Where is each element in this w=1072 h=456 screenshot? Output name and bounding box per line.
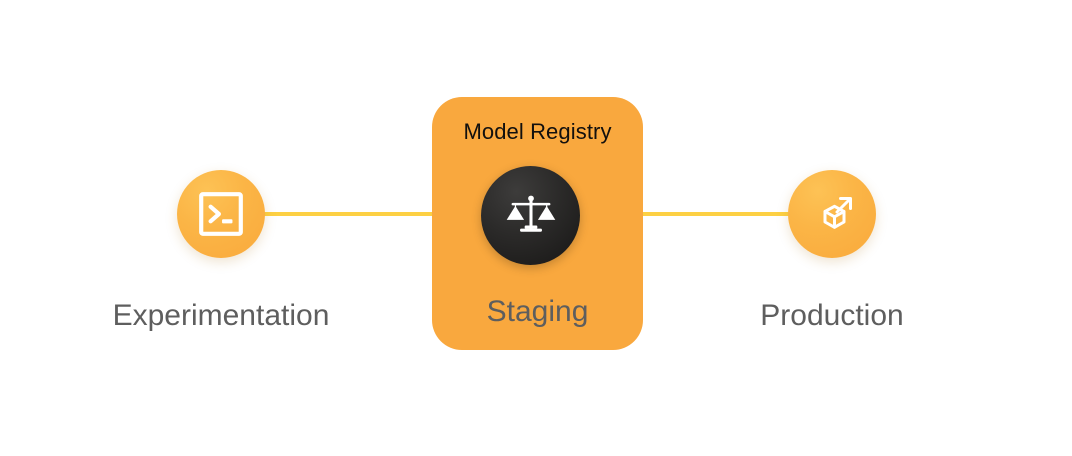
connector-experimentation-to-staging xyxy=(258,212,443,216)
node-production[interactable] xyxy=(788,170,876,258)
balance-scale-icon xyxy=(504,189,558,243)
node-experimentation[interactable] xyxy=(177,170,265,258)
connector-staging-to-production xyxy=(632,212,832,216)
terminal-icon xyxy=(196,189,246,239)
label-experimentation: Experimentation xyxy=(112,299,330,332)
model-registry-title: Model Registry xyxy=(463,119,612,144)
cube-arrow-icon xyxy=(806,188,858,240)
label-production: Production xyxy=(760,299,904,332)
model-registry-node[interactable] xyxy=(481,166,580,265)
staging-label: Staging xyxy=(486,295,589,328)
